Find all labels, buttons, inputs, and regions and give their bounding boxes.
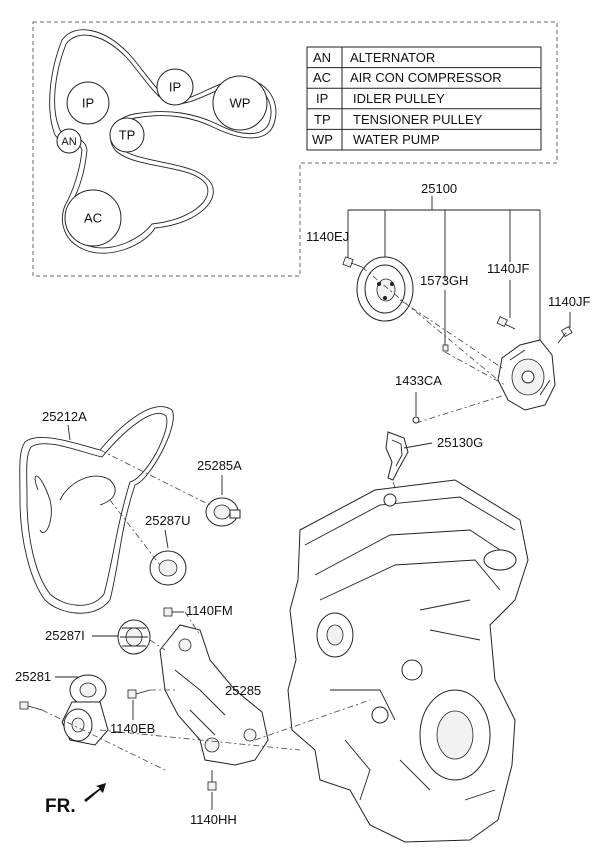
pulley-ip-left	[66, 81, 110, 125]
bolt-1140jf-left	[496, 316, 516, 330]
label-25287u: 25287U	[145, 513, 191, 528]
legend-code-ac: AC	[313, 70, 331, 85]
pulley-wp	[212, 75, 268, 131]
legend-name-an: ALTERNATOR	[350, 50, 435, 65]
drive-belt-outer	[19, 406, 174, 614]
pulley-legend-table: AN ALTERNATOR AC AIR CON COMPRESSOR IP I…	[306, 46, 542, 151]
label-1140jf-left: 1140JF	[487, 261, 529, 276]
bolt-1140eb	[127, 689, 151, 699]
bolt-1140jf-right	[557, 325, 573, 344]
label-1140fm: 1140FM	[186, 603, 233, 618]
legend-code-wp: WP	[312, 132, 333, 147]
pulley-an-label: AN	[61, 136, 76, 148]
label-25285a: 25285A	[197, 458, 242, 473]
drive-belt-leader-lines	[41, 449, 371, 771]
dowel-1573gh	[442, 344, 449, 352]
legend-name-tp: TENSIONER PULLEY	[353, 112, 483, 127]
legend-name-ip: IDLER PULLEY	[353, 91, 445, 106]
bolt-1140ej	[342, 256, 363, 268]
label-25100: 25100	[421, 181, 457, 196]
belt-routing-inset: IP WP IP AN TP AC AN ALTERNATOR AC AIR C…	[32, 21, 558, 277]
bolt-1140hh	[207, 770, 217, 791]
pulley-ip-top-label: IP	[169, 79, 181, 94]
idler-pulley-25287u	[149, 550, 187, 586]
pulley-ip-top	[156, 68, 194, 106]
pulley-ac	[64, 189, 122, 247]
water-pump-leader-lines	[361, 266, 506, 541]
engine-block	[287, 479, 529, 843]
water-pump-body	[497, 339, 556, 411]
pulley-wp-label: WP	[230, 95, 251, 110]
label-25287i: 25287I	[45, 628, 85, 643]
legend-name-wp: WATER PUMP	[353, 132, 440, 147]
tensioner-25281	[61, 674, 109, 746]
engine-cam-cap	[483, 549, 517, 571]
front-arrow-icon	[84, 783, 106, 802]
idler-pulley-25285a	[205, 497, 241, 527]
pulley-tp	[109, 117, 145, 153]
bolt-1140fm	[163, 607, 184, 617]
legend-code-an: AN	[313, 50, 331, 65]
pulley-ac-label: AC	[84, 210, 102, 225]
label-1433ca: 1433CA	[395, 373, 442, 388]
label-1140jf-right: 1140JF	[548, 294, 590, 309]
water-pump-pulley	[356, 256, 414, 322]
label-1140eb: 1140EB	[110, 721, 155, 736]
idler-pulley-25287i	[117, 619, 151, 655]
pulley-tp-label: TP	[119, 127, 136, 142]
label-1573gh: 1573GH	[420, 273, 468, 288]
label-25130g: 25130G	[437, 435, 483, 450]
bolt-25281	[19, 701, 43, 711]
pulley-an	[56, 128, 82, 154]
gasket-25130g	[385, 431, 409, 481]
belt-routing-inner	[54, 34, 272, 249]
water-pump-group: 25100 1140EJ 1573GH 1140JF 1140JF 1433CA…	[306, 181, 590, 541]
callout-25100-bracket	[347, 196, 541, 345]
pulley-ip-left-label: IP	[82, 95, 94, 110]
front-direction-indicator: FR.	[45, 783, 106, 817]
legend-code-tp: TP	[314, 112, 331, 127]
inset-border	[32, 21, 558, 277]
drive-belt-inner	[26, 413, 168, 606]
legend-code-ip: IP	[316, 91, 328, 106]
drive-belt-group: 25212A 25285A 25287U 1140FM 25287I	[15, 406, 371, 827]
label-1140hh: 1140HH	[190, 812, 237, 827]
legend-name-ac: AIR CON COMPRESSOR	[350, 70, 502, 85]
label-1140ej: 1140EJ	[306, 229, 349, 244]
label-25285: 25285	[225, 683, 261, 698]
front-label: FR.	[45, 796, 76, 817]
label-25212a: 25212A	[42, 409, 87, 424]
label-25281: 25281	[15, 669, 51, 684]
